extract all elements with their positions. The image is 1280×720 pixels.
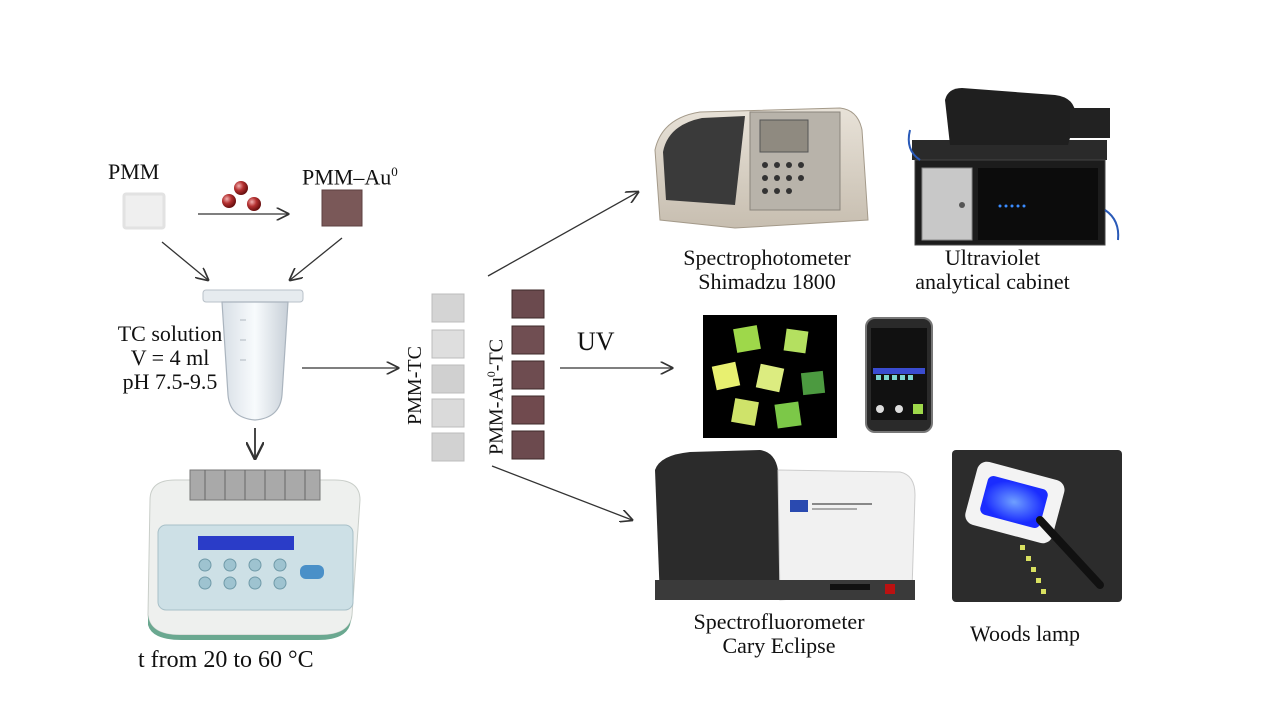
arrow-pmm-to-tube [161,241,208,280]
pmm-au-tc-squares [511,289,545,460]
label-temperature: t from 20 to 60 °C [138,647,314,673]
pmm-tc-squares [431,293,465,462]
label-pmm-au: PMM–Au0 [302,164,398,190]
arrows [161,192,672,520]
test-tube-icon [202,289,304,421]
pmm-au-square [321,189,363,227]
label-uv: UV [577,327,615,356]
woods-lamp-photo [952,450,1122,602]
label-spectrophotometer: Spectrophotometer Shimadzu 1800 [683,245,851,294]
label-tc-solution: TC solution V = 4 ml pH 7.5-9.5 [117,321,223,394]
arrow-to-spectrophotometer [487,192,638,277]
rgb-label-g: G [982,392,994,409]
spectrofluorometer-icon [655,450,916,601]
smartphone-icon [865,317,933,433]
uv-cabinet-icon [907,88,1120,246]
label-uv-cabinet: Ultraviolet analytical cabinet [915,245,1070,294]
spectrophotometer-icon [654,107,869,229]
label-pmm: PMM [108,159,160,184]
rgb-label-b: B [1068,392,1079,409]
thermoshaker-icon [147,469,361,640]
pmm-square [122,192,166,230]
gold-nanoparticles-icon [222,181,261,211]
uv-fluorescence-photo [703,315,837,438]
label-woods-lamp: Woods lamp [970,621,1081,646]
arrow-to-spectrofluorometer [491,465,632,520]
arrow-au-to-tube [290,237,343,280]
rgb-color-diagram: R G B [960,307,1100,438]
label-spectrofluorometer: Spectrofluorometer Cary Eclipse [693,609,865,658]
rgb-label-r: R [1025,322,1036,339]
